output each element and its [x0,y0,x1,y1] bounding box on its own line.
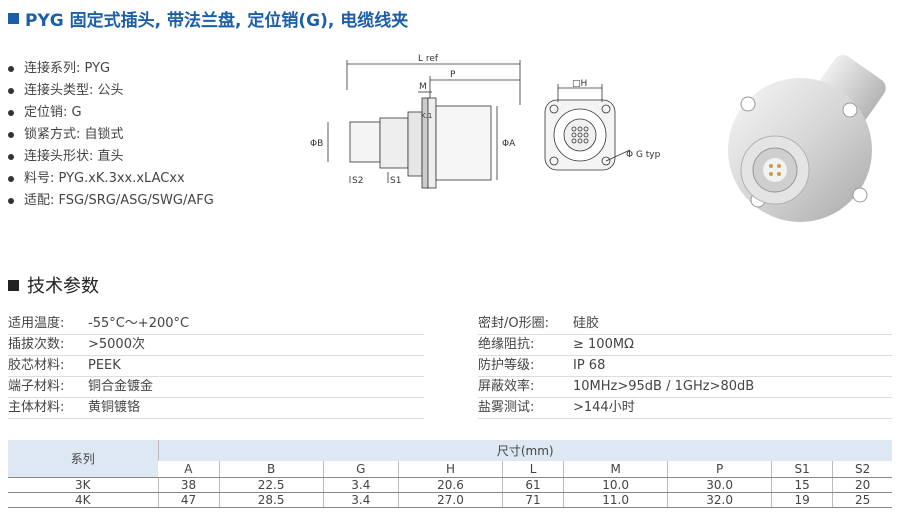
spec-row: 绝缘阻抗:≥ 100MΩ [478,335,892,356]
phi-b-label: ΦB [310,139,323,149]
column-header: A [158,461,220,478]
column-header: S1 [771,461,833,478]
bullet-icon [8,88,14,94]
p-label: P [450,70,456,80]
dimension-table: 系列 尺寸(mm) A B G H L M P S1 S2 3K 38 22.5… [8,440,892,508]
spec-row: 适用温度:-55°C〜+200°C [8,314,424,335]
table-row: 3K 38 22.5 3.4 20.6 61 10.0 30.0 15 20 [8,477,892,493]
page-title-text: PYG 固定式插头, 带法兰盘, 定位销(G), 电缆线夹 [25,11,409,31]
feature-item: 料号: PYG.xK.3xx.xLACxx [8,168,214,190]
feature-item: 定位销: G [8,102,214,124]
column-header: B [218,461,324,478]
spec-row: 盐雾测试:>144小时 [478,398,892,419]
front-view: □H Φ G typ [544,79,661,171]
bullet-icon [8,198,14,204]
lref-label: L ref [418,54,439,64]
feature-list: 连接系列: PYG 连接头类型: 公头 定位销: G 锁紧方式: 自锁式 连接头… [8,58,214,212]
specs-left: 适用温度:-55°C〜+200°C 插拔次数:>5000次 胶芯材料:PEEK … [8,314,424,419]
specs-right: 密封/O形圈:硅胶 绝缘阻抗:≥ 100MΩ 防护等级:IP 68 屏蔽效率:1… [478,314,892,419]
g-label: Φ G typ [626,150,661,160]
feature-item: 连接头形状: 直头 [8,146,214,168]
bullet-icon [8,66,14,72]
size-header: 尺寸(mm) [157,440,892,461]
side-view: L ref P M K.1 ΦB ΦA S2 S1 [310,54,521,189]
column-header: P [667,461,772,478]
column-header: M [563,461,668,478]
spec-row: 密封/O形圈:硅胶 [478,314,892,335]
k-mark: K.1 [421,112,432,120]
column-header: G [322,461,399,478]
bullet-icon [8,110,14,116]
spec-row: 插拔次数:>5000次 [8,335,424,356]
section-marker-icon [8,279,19,291]
spec-row: 防护等级:IP 68 [478,356,892,377]
page-title: PYG 固定式插头, 带法兰盘, 定位销(G), 电缆线夹 [8,6,408,31]
feature-item: 锁紧方式: 自锁式 [8,124,214,146]
feature-item: 连接系列: PYG [8,58,214,80]
section-heading: 技术参数 [8,272,99,298]
bullet-icon [8,154,14,160]
series-header: 系列 [8,440,158,478]
technical-drawing: L ref P M K.1 ΦB ΦA S2 S1 □H [310,54,661,189]
title-marker-icon [8,13,19,24]
bullet-icon [8,176,14,182]
h-label: □H [572,79,587,89]
phi-a-label: ΦA [502,139,516,149]
product-photo [728,55,886,222]
s1-label: S1 [390,176,401,186]
section-title: 技术参数 [27,276,99,297]
bullet-icon [8,132,14,138]
feature-item: 适配: FSG/SRG/ASG/SWG/AFG [8,190,214,212]
column-header: S2 [832,461,892,478]
spec-row: 胶芯材料:PEEK [8,356,424,377]
column-header: H [397,461,503,478]
s2-label: S2 [352,176,363,186]
spec-row: 端子材料:铜合金镀金 [8,377,424,398]
spec-row: 屏蔽效率:10MHz>95dB / 1GHz>80dB [478,377,892,398]
m-label: M [419,82,427,92]
table-row: 4K 47 28.5 3.4 27.0 71 11.0 32.0 19 25 [8,492,892,508]
spec-row: 主体材料:黄铜镀铬 [8,398,424,419]
column-header: L [502,461,564,478]
feature-item: 连接头类型: 公头 [8,80,214,102]
